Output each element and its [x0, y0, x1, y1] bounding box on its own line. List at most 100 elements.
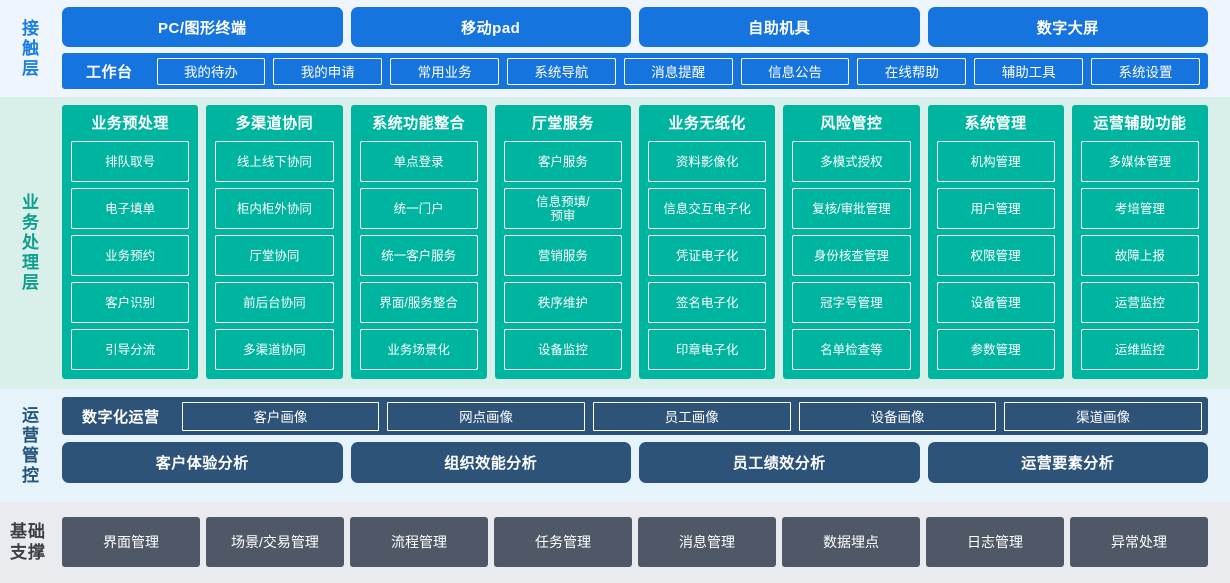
workbench-item[interactable]: 在线帮助	[857, 57, 967, 85]
digital-ops-label: 数字化运营	[82, 408, 160, 426]
base-item-label: 异常处理	[1111, 534, 1167, 550]
business-item[interactable]: 多模式授权	[792, 141, 911, 182]
base-item-label: 任务管理	[535, 534, 591, 550]
base-item[interactable]: 数据埋点	[782, 517, 920, 567]
workbench-item-label: 我的待办	[183, 65, 238, 80]
base-item[interactable]: 任务管理	[494, 517, 632, 567]
base-item[interactable]: 流程管理	[350, 517, 488, 567]
business-item[interactable]: 复核/审批管理	[792, 188, 911, 229]
base-item[interactable]: 异常处理	[1070, 517, 1208, 567]
terminal-item[interactable]: 数字大屏	[927, 7, 1208, 47]
workbench-item[interactable]: 信息公告	[740, 57, 850, 85]
business-item[interactable]: 冠字号管理	[792, 282, 911, 323]
business-item[interactable]: 营销服务	[503, 235, 622, 276]
business-item[interactable]: 多媒体管理	[1080, 141, 1199, 182]
business-item[interactable]: 参数管理	[936, 329, 1055, 370]
base-item-label: 消息管理	[679, 534, 735, 550]
business-item-label: 身份核查管理	[813, 248, 889, 263]
business-item[interactable]: 业务预约	[71, 235, 190, 276]
terminal-item-label: 数字大屏	[1036, 19, 1099, 37]
business-item[interactable]: 设备监控	[503, 329, 622, 370]
business-item-label: 冠字号管理	[820, 295, 883, 310]
portrait-item[interactable]: 员工画像	[592, 401, 791, 431]
analysis-item[interactable]: 员工绩效分析	[639, 442, 920, 483]
workbench-item[interactable]: 我的待办	[156, 57, 266, 85]
business-item[interactable]: 资料影像化	[648, 141, 767, 182]
base-item[interactable]: 消息管理	[638, 517, 776, 567]
business-item[interactable]: 单点登录	[359, 141, 478, 182]
business-column-title: 系统功能整合	[372, 115, 466, 132]
business-item[interactable]: 引导分流	[71, 329, 190, 370]
contact-layer-side-label-text: 接触层	[19, 18, 39, 79]
portrait-item[interactable]: 渠道画像	[1004, 401, 1203, 431]
business-item[interactable]: 签名电子化	[648, 282, 767, 323]
business-item[interactable]: 排队取号	[71, 141, 190, 182]
analysis-item[interactable]: 运营要素分析	[927, 442, 1208, 483]
terminal-item[interactable]: 自助机具	[639, 7, 920, 47]
business-item[interactable]: 厅堂协同	[215, 235, 334, 276]
terminal-item[interactable]: 移动pad	[350, 7, 631, 47]
workbench-item[interactable]: 常用业务	[390, 57, 499, 85]
business-item[interactable]: 统一门户	[359, 188, 478, 229]
business-item[interactable]: 故障上报	[1080, 235, 1199, 276]
business-item[interactable]: 秩序维护	[503, 282, 622, 323]
business-column-fengxianguankong: 风险管控 多模式授权 复核/审批管理 身份核查管理 冠字号管理 名单检查等	[783, 105, 920, 379]
business-item[interactable]: 身份核查管理	[792, 235, 911, 276]
workbench-item[interactable]: 系统导航	[507, 57, 616, 85]
business-item[interactable]: 柜内柜外协同	[215, 188, 334, 229]
workbench-item[interactable]: 系统设置	[1091, 57, 1200, 85]
business-item[interactable]: 业务场景化	[359, 329, 478, 370]
business-layer-band: 业务处理层 业务预处理 排队取号 电子填单 业务预约 客户识别 引导分流 多渠道…	[0, 97, 1230, 389]
business-item[interactable]: 信息交互电子化	[648, 188, 767, 229]
business-item[interactable]: 用户管理	[936, 188, 1055, 229]
base-item-label: 场景/交易管理	[231, 534, 319, 550]
portrait-item[interactable]: 网点画像	[387, 401, 585, 431]
business-item[interactable]: 设备管理	[936, 282, 1055, 323]
base-item[interactable]: 场景/交易管理	[206, 517, 344, 567]
business-item[interactable]: 印章电子化	[648, 329, 767, 370]
business-item[interactable]: 前后台协同	[215, 282, 334, 323]
workbench-item-label: 辅助工具	[1001, 65, 1056, 80]
digital-ops-row: 数字化运营 客户画像 网点画像 员工画像 设备画像 渠道画像	[62, 397, 1208, 435]
business-column-ywyuchuli: 业务预处理 排队取号 电子填单 业务预约 客户识别 引导分流	[62, 105, 199, 379]
business-item[interactable]: 凭证电子化	[648, 235, 767, 276]
base-layer-band: 基础 支撑 界面管理 场景/交易管理 流程管理 任务管理 消息管理 数据埋点 日…	[0, 502, 1230, 583]
business-column-items: 机构管理 用户管理 权限管理 设备管理 参数管理	[936, 141, 1055, 370]
business-item[interactable]: 统一客户服务	[359, 235, 478, 276]
business-column-items: 资料影像化 信息交互电子化 凭证电子化 签名电子化 印章电子化	[648, 141, 767, 370]
terminal-item[interactable]: PC/图形终端	[62, 7, 343, 47]
business-item[interactable]: 名单检查等	[792, 329, 911, 370]
business-item[interactable]: 多渠道协同	[215, 329, 334, 370]
business-item-label: 信息交互电子化	[663, 201, 751, 216]
portrait-item[interactable]: 客户画像	[181, 401, 380, 431]
business-item-label: 柜内柜外协同	[236, 201, 312, 216]
workbench-item[interactable]: 消息提醒	[623, 57, 733, 85]
business-item[interactable]: 客户服务	[503, 141, 622, 182]
analysis-item[interactable]: 客户体验分析	[62, 442, 343, 483]
business-item-label: 信息预填/ 预审	[536, 194, 590, 223]
business-item[interactable]: 线上线下协同	[215, 141, 334, 182]
workbench-item[interactable]: 辅助工具	[974, 57, 1084, 85]
business-item-label: 设备管理	[970, 295, 1021, 310]
business-item-label: 机构管理	[970, 154, 1021, 169]
business-item[interactable]: 客户识别	[71, 282, 190, 323]
business-item[interactable]: 权限管理	[936, 235, 1055, 276]
workbench-item-label: 常用业务	[417, 65, 472, 80]
portrait-item-label: 员工画像	[664, 410, 719, 425]
portrait-item[interactable]: 设备画像	[798, 401, 997, 431]
business-item[interactable]: 电子填单	[71, 188, 190, 229]
base-item[interactable]: 界面管理	[62, 517, 200, 567]
business-item[interactable]: 运维监控	[1080, 329, 1199, 370]
business-item[interactable]: 信息预填/ 预审	[503, 188, 622, 229]
business-item[interactable]: 考培管理	[1080, 188, 1199, 229]
business-item-label: 业务场景化	[387, 342, 450, 357]
business-item-label: 业务预约	[105, 248, 156, 263]
base-item[interactable]: 日志管理	[926, 517, 1064, 567]
business-item-label: 排队取号	[105, 154, 156, 169]
workbench-item[interactable]: 我的申请	[273, 57, 383, 85]
business-item[interactable]: 机构管理	[936, 141, 1055, 182]
analysis-item[interactable]: 组织效能分析	[350, 442, 631, 483]
business-item[interactable]: 运营监控	[1080, 282, 1199, 323]
business-item[interactable]: 界面/服务整合	[359, 282, 478, 323]
